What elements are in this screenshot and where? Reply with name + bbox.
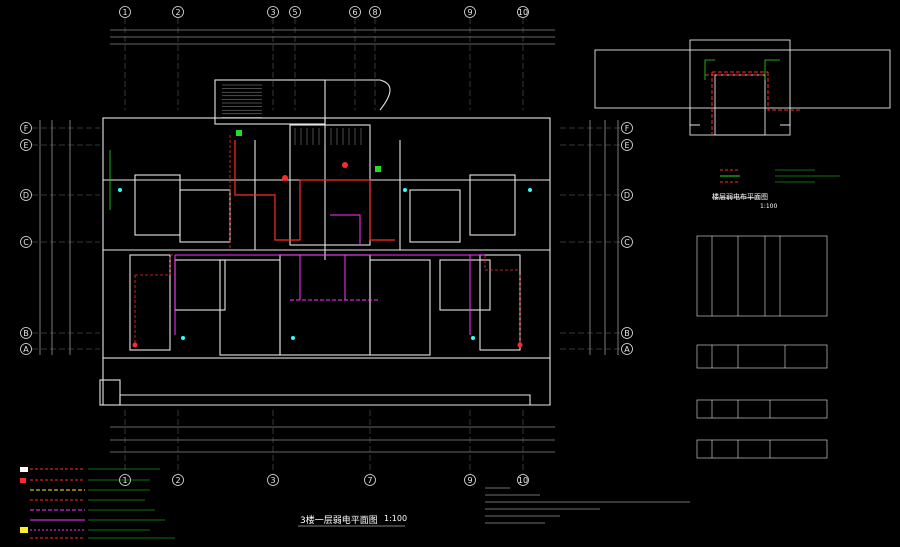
svg-text:9: 9	[467, 8, 472, 17]
svg-text:A: A	[624, 345, 630, 354]
axis-bubble-bottom: 7	[364, 474, 376, 486]
svg-text:F: F	[625, 124, 630, 133]
axis-bubble-left: D	[20, 189, 32, 201]
svg-text:3: 3	[270, 8, 275, 17]
svg-text:9: 9	[467, 476, 472, 485]
svg-text:B: B	[23, 329, 29, 338]
svg-text:5: 5	[292, 8, 297, 17]
axis-bubble-right: D	[621, 189, 633, 201]
axis-bubble-right: F	[621, 122, 633, 134]
axis-bubble-top: 5	[289, 6, 301, 18]
axis-bubble-right: B	[621, 327, 633, 339]
svg-text:C: C	[23, 238, 29, 247]
wiring-lines	[109, 135, 521, 345]
svg-text:F: F	[24, 124, 29, 133]
building-walls	[99, 79, 551, 406]
socket-icon	[282, 175, 288, 181]
svg-text:1: 1	[122, 476, 127, 485]
svg-text:2: 2	[175, 476, 180, 485]
stair-hatch	[222, 84, 362, 145]
axis-bubble-right: C	[621, 236, 633, 248]
axis-bubble-bottom: 2	[172, 474, 184, 486]
svg-text:6: 6	[352, 8, 357, 17]
axis-grid-lines	[32, 18, 621, 474]
axis-bubble-top: 8	[369, 6, 381, 18]
axis-bubble-bottom: 3	[267, 474, 279, 486]
junction-box-icon	[236, 130, 242, 136]
drawing-scale: 1:100	[384, 514, 408, 523]
axis-bubble-left: A	[20, 343, 32, 355]
axis-bubble-top: 10	[517, 6, 529, 18]
bottom-legend	[20, 467, 175, 539]
axis-bubble-bottom: 10	[517, 474, 529, 486]
axis-bubble-right: E	[621, 139, 633, 151]
axis-bubble-bottom: 9	[464, 474, 476, 486]
legend-tables	[696, 235, 828, 459]
axis-bubble-top: 3	[267, 6, 279, 18]
axis-bubble-top: 6	[349, 6, 361, 18]
axis-bubble-top: 9	[464, 6, 476, 18]
dimension-lines	[39, 29, 619, 453]
svg-text:D: D	[624, 191, 630, 200]
notes-block	[485, 487, 690, 524]
drawing-title: 3楼一层弱电平面图	[300, 516, 378, 526]
axis-bubble-left: B	[20, 327, 32, 339]
device-symbols	[118, 130, 532, 348]
svg-text:8: 8	[372, 8, 377, 17]
side-plan	[594, 39, 891, 199]
svg-text:10: 10	[518, 8, 528, 17]
axis-bubble-left: C	[20, 236, 32, 248]
side-plan-scale: 1:100	[760, 203, 778, 210]
svg-text:7: 7	[367, 476, 372, 485]
svg-text:E: E	[624, 141, 629, 150]
svg-text:1: 1	[122, 8, 127, 17]
svg-text:A: A	[23, 345, 29, 354]
axis-bubble-top: 2	[172, 6, 184, 18]
axis-bubble-left: E	[20, 139, 32, 151]
axis-bubble-left: F	[20, 122, 32, 134]
svg-text:B: B	[624, 329, 630, 338]
svg-text:C: C	[624, 238, 630, 247]
axis-bubble-right: A	[621, 343, 633, 355]
svg-text:D: D	[23, 191, 29, 200]
svg-text:E: E	[23, 141, 28, 150]
svg-text:3: 3	[270, 476, 275, 485]
svg-text:2: 2	[175, 8, 180, 17]
axis-bubble-top: 1	[119, 6, 131, 18]
svg-text:10: 10	[518, 476, 528, 485]
side-plan-title: 楼层弱电布平面图	[712, 193, 768, 201]
